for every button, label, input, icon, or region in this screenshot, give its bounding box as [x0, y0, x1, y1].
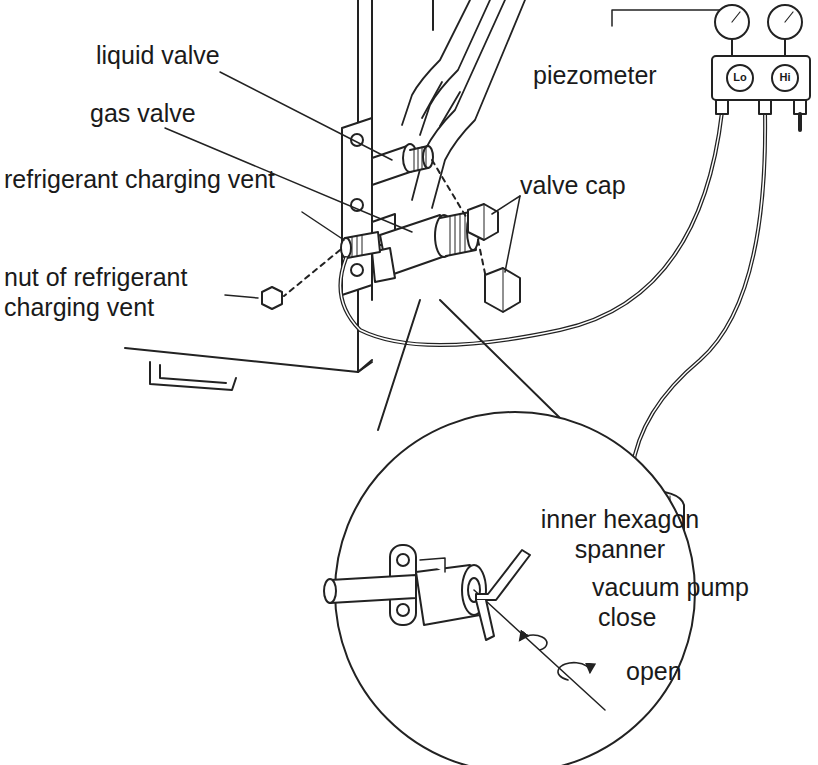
valve-detail — [324, 545, 605, 710]
gauge-manifold — [712, 5, 810, 130]
valve-plate — [342, 118, 372, 295]
part-label: nut of refrigerant charging vent — [4, 262, 234, 322]
part-label: inner hexagon spanner — [520, 504, 720, 564]
charging-hose — [340, 112, 722, 345]
valve-cap — [468, 204, 520, 312]
part-label: gas valve — [90, 98, 196, 128]
part-label: piezometer — [533, 60, 657, 90]
assembly-lines — [284, 160, 486, 296]
gauge-label: Hi — [780, 71, 791, 84]
refrigerant-pipes — [402, 0, 525, 208]
vent-nut — [262, 287, 282, 309]
liquid-valve — [372, 144, 433, 185]
charging-vent — [341, 232, 380, 258]
part-label: vacuum pump — [592, 572, 749, 602]
part-label: liquid valve — [96, 40, 220, 70]
rotation-arrow — [520, 635, 590, 680]
hex-spanner — [476, 550, 530, 640]
part-label: close — [598, 602, 656, 632]
pump-hose — [632, 112, 765, 470]
part-label: open — [626, 656, 682, 686]
part-label: valve cap — [520, 170, 626, 200]
part-label: refrigerant charging vent — [4, 164, 300, 194]
gauge-label: Lo — [733, 71, 746, 84]
